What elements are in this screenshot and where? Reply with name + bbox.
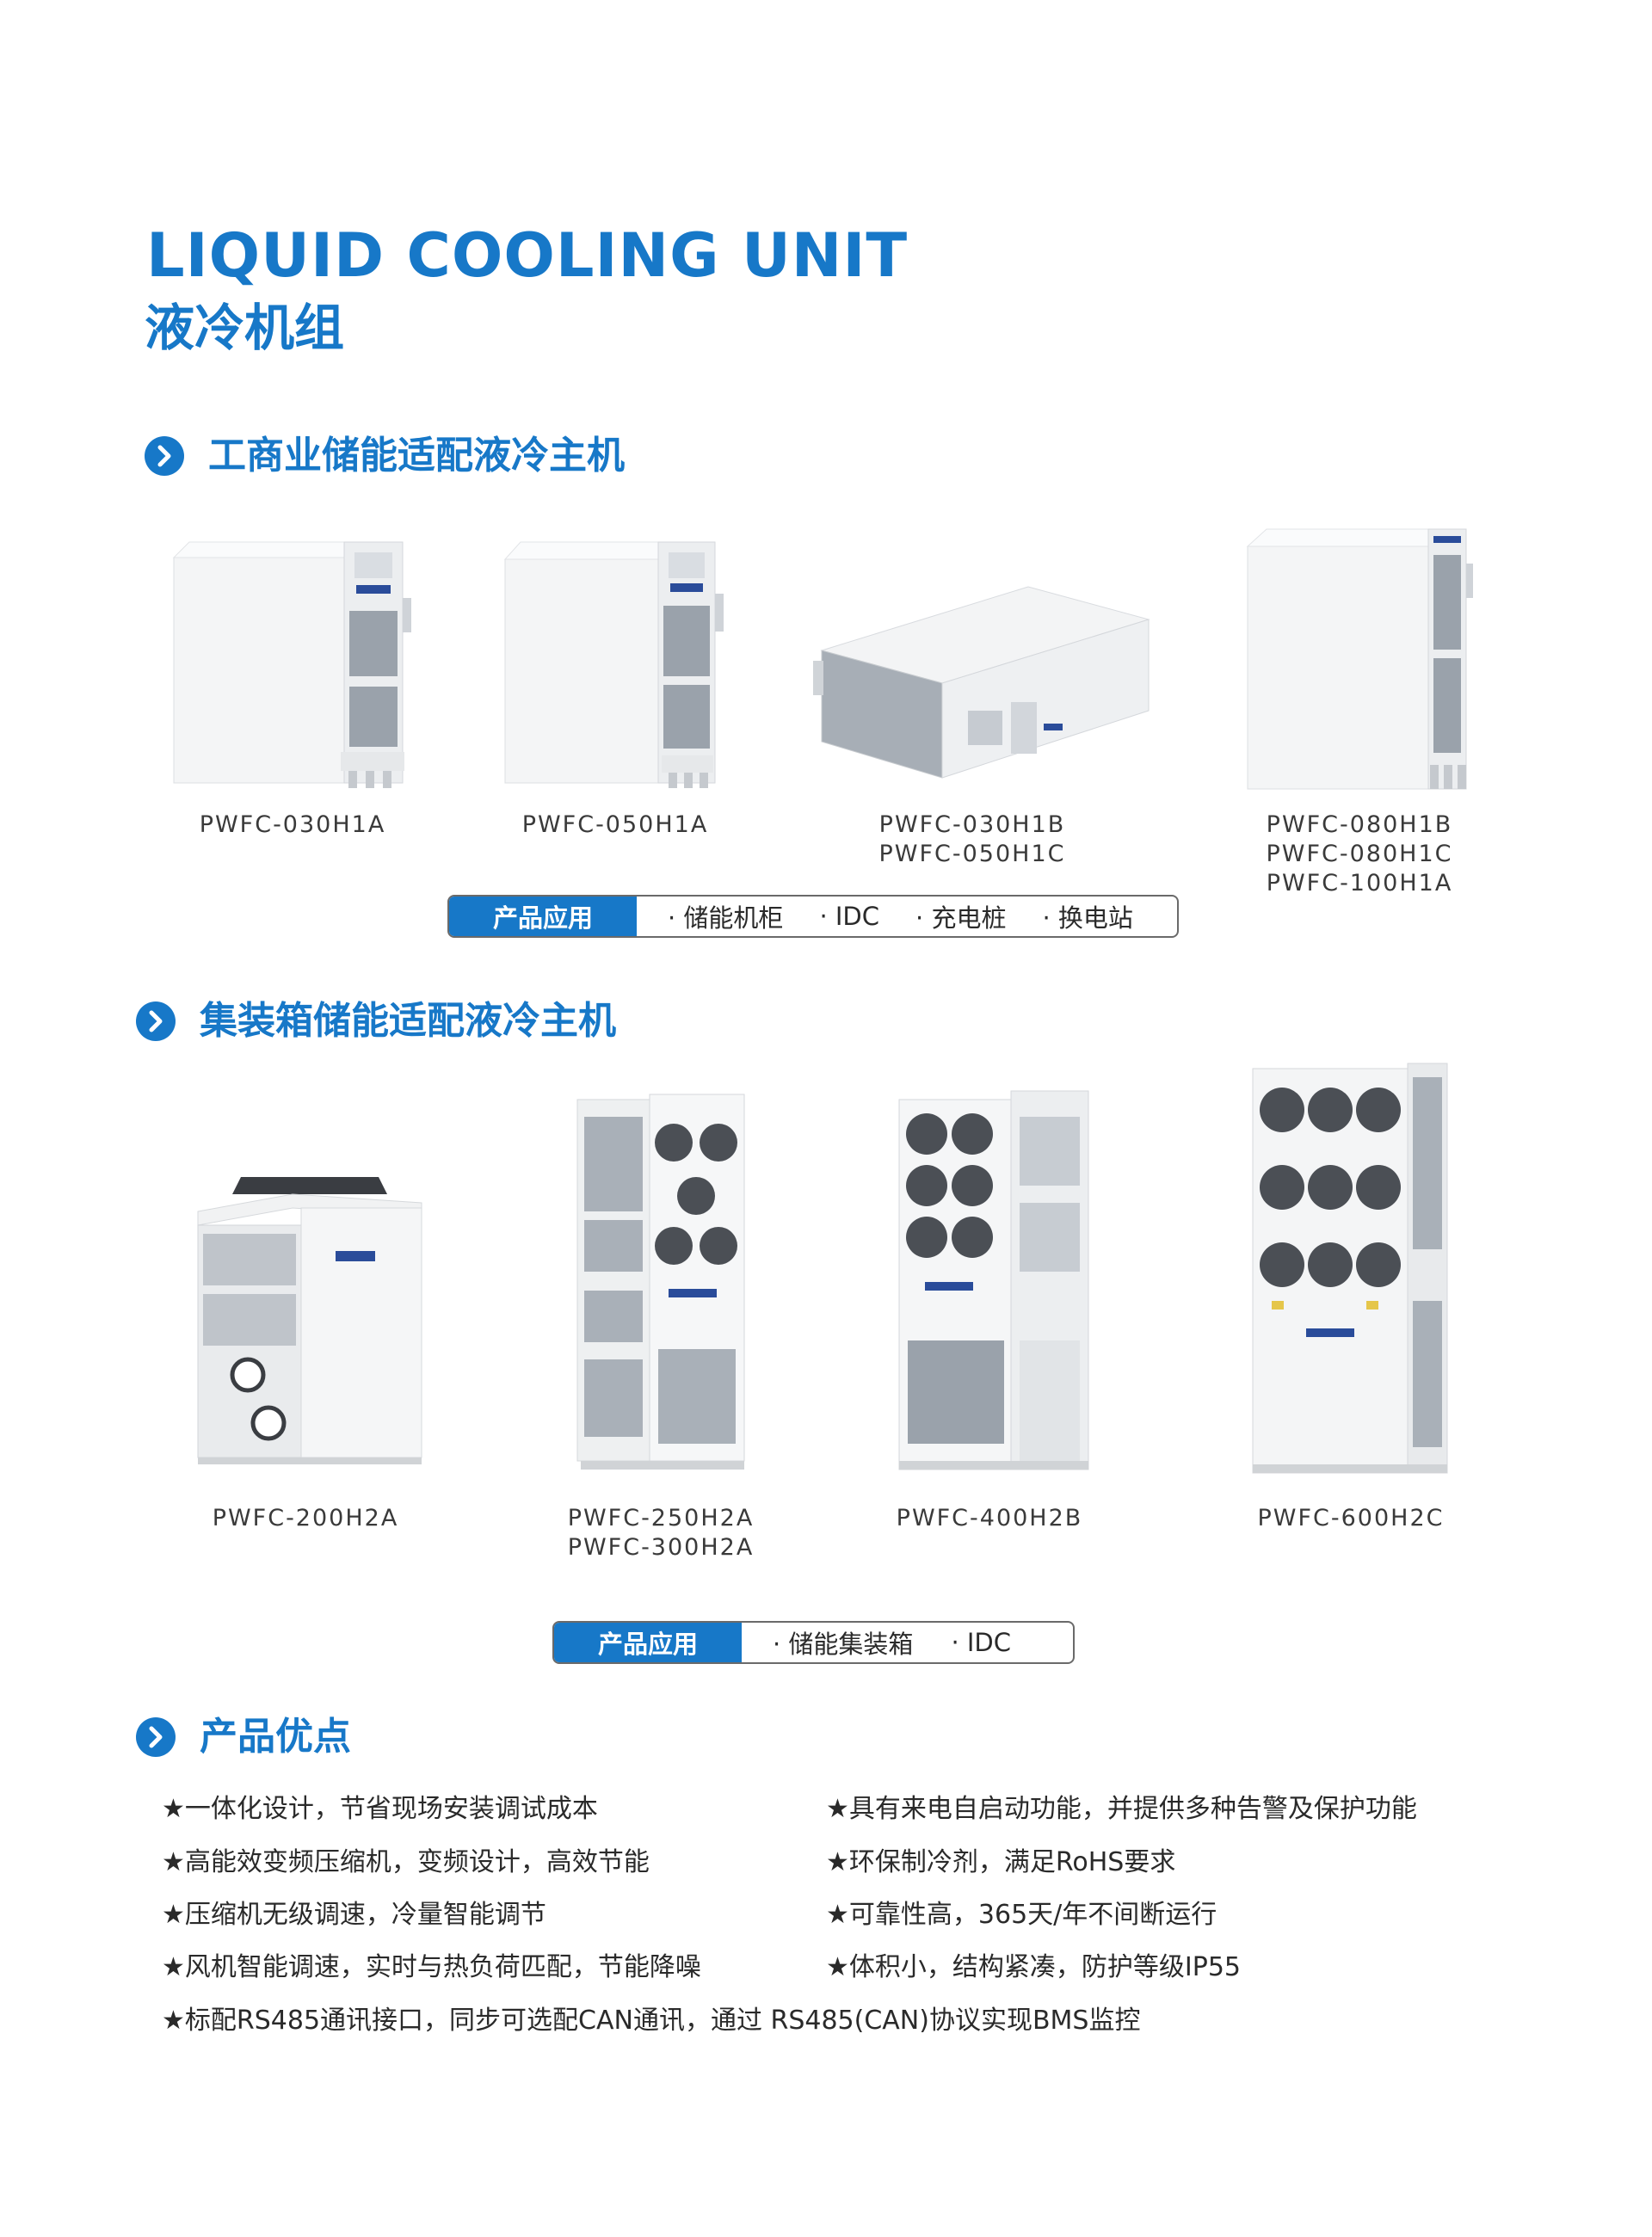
chevron-right-icon xyxy=(136,1001,176,1041)
advantage-item: ★标配RS485通讯接口，同步可选配CAN通讯，通过 RS485(CAN)协议实… xyxy=(162,2006,1141,2036)
chevron-right-icon xyxy=(136,1717,176,1757)
model-name: PWFC-250H2A xyxy=(567,1505,755,1531)
chevron-right-icon xyxy=(145,436,184,476)
product-image-pwfc-200h2a xyxy=(189,1168,430,1473)
advantage-item: ★环保制冷剂，满足RoHS要求 xyxy=(826,1847,1176,1877)
model-name: PWFC-050H1A xyxy=(521,811,709,838)
product-caption: PWFC-050H1A xyxy=(486,810,744,840)
product-image-pwfc-400h2b xyxy=(891,1082,1097,1482)
product-image-pwfc-030h1b xyxy=(813,582,1157,783)
product-caption: PWFC-030H1B PWFC-050H1C xyxy=(843,810,1101,869)
product-caption: PWFC-400H2B xyxy=(860,1504,1119,1533)
model-name: PWFC-600H2C xyxy=(1257,1505,1445,1531)
model-name: PWFC-030H1B xyxy=(878,811,1066,838)
advantage-item: ★一体化设计，节省现场安装调试成本 xyxy=(162,1794,598,1824)
product-caption: PWFC-080H1B PWFC-080H1C PWFC-100H1A xyxy=(1230,810,1489,898)
product-image-pwfc-250h2a xyxy=(572,1091,753,1477)
section-title-container: 集装箱储能适配液冷主机 xyxy=(200,999,616,1043)
page-title-chinese: 液冷机组 xyxy=(145,299,345,357)
product-image-pwfc-080h1b xyxy=(1246,521,1478,799)
application-label: 产品应用 xyxy=(554,1623,742,1662)
section-title-commercial: 工商业储能适配液冷主机 xyxy=(208,434,625,478)
model-name: PWFC-100H1A xyxy=(1266,870,1453,897)
model-name: PWFC-030H1A xyxy=(199,811,386,838)
application-item: · 充电桩 xyxy=(915,903,1007,933)
model-name: PWFC-080H1B xyxy=(1266,811,1453,838)
advantage-item: ★高能效变频压缩机，变频设计，高效节能 xyxy=(162,1847,650,1877)
application-bar: 产品应用 · 储能集装箱 · IDC xyxy=(552,1621,1075,1664)
model-name: PWFC-400H2B xyxy=(896,1505,1083,1531)
product-caption: PWFC-250H2A PWFC-300H2A xyxy=(532,1504,790,1562)
product-caption: PWFC-600H2C xyxy=(1222,1504,1480,1533)
section-title-advantages: 产品优点 xyxy=(200,1715,351,1759)
page-title-english: LIQUID COOLING UNIT xyxy=(146,220,909,291)
model-name: PWFC-200H2A xyxy=(212,1505,399,1531)
application-label: 产品应用 xyxy=(449,897,637,936)
product-image-pwfc-030h1a xyxy=(172,533,413,795)
application-item: · IDC xyxy=(951,1628,1012,1657)
product-image-pwfc-600h2c xyxy=(1246,1060,1452,1485)
advantage-item: ★可靠性高，365天/年不间断运行 xyxy=(826,1900,1217,1930)
advantage-item: ★风机智能调速，实时与热负荷匹配，节能降噪 xyxy=(162,1952,701,1982)
model-name: PWFC-050H1C xyxy=(878,841,1066,867)
product-image-pwfc-050h1a xyxy=(503,533,727,795)
advantage-item: ★具有来电自启动功能，并提供多种告警及保护功能 xyxy=(826,1794,1417,1824)
application-item: · 换电站 xyxy=(1042,903,1133,933)
application-item: · IDC xyxy=(819,902,880,931)
model-name: PWFC-080H1C xyxy=(1266,841,1453,867)
application-item: · 储能机柜 xyxy=(668,903,784,933)
advantage-item: ★压缩机无级调速，冷量智能调节 xyxy=(162,1900,546,1930)
advantage-item: ★体积小，结构紧凑，防护等级IP55 xyxy=(826,1952,1242,1982)
application-bar: 产品应用 · 储能机柜 · IDC · 充电桩 · 换电站 xyxy=(447,895,1179,938)
application-item: · 储能集装箱 xyxy=(773,1630,914,1659)
model-name: PWFC-300H2A xyxy=(567,1534,755,1561)
product-caption: PWFC-030H1A xyxy=(163,810,422,840)
product-caption: PWFC-200H2A xyxy=(176,1504,435,1533)
